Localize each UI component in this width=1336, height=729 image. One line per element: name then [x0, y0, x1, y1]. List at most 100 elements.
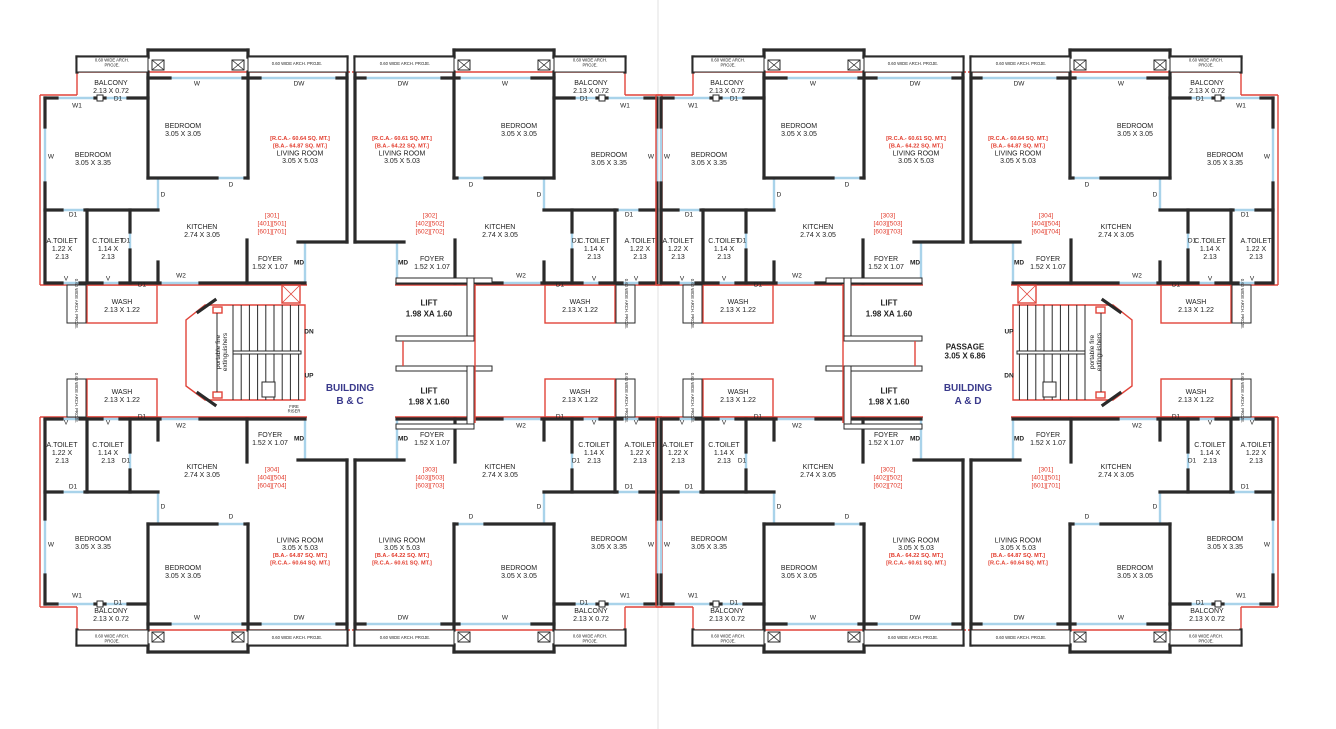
- arch-proj-label: 0.60 WIDE ARCH.PROJE.: [1189, 58, 1223, 68]
- arch-projection: [970, 56, 1071, 73]
- opening-label-w: W: [664, 542, 671, 549]
- bedroom-large-label-line: BEDROOM: [1207, 536, 1243, 543]
- arch-proj-label: 0.60 WIDE ARCH.PROJE.: [711, 58, 745, 68]
- opening-label-w1: W1: [688, 103, 698, 110]
- balcony-label-line: BALCONY: [710, 608, 744, 615]
- unit-bottom-left: 0.60 WIDE ARCH.PROJE.0.60 WIDE ARCH. PRO…: [39, 373, 350, 654]
- arch-projection-side: [615, 284, 636, 324]
- opening-label-v: V: [1208, 276, 1213, 283]
- opening-label-d1: D1: [69, 212, 78, 219]
- opening-label-d: D: [229, 514, 234, 521]
- bedroom-large-label-line: BEDROOM: [75, 152, 111, 159]
- duct-box-cross-icon: [767, 631, 781, 643]
- kitchen-label-line: 2.74 X 3.05: [184, 472, 220, 479]
- bedroom-large-label-line: BEDROOM: [1207, 152, 1243, 159]
- shaft-box-cross-icon: [281, 284, 301, 304]
- arch-proj-label-line: 0.60 WIDE ARCH.: [573, 58, 607, 63]
- arch-projection-side: [615, 378, 636, 418]
- balcony-column: [712, 94, 720, 102]
- opening-label-d1: D1: [556, 414, 565, 421]
- opening-label-w: W: [1264, 542, 1271, 549]
- opening-label-w: W: [648, 542, 655, 549]
- flat-numbers-line: [604][704]: [1032, 229, 1061, 236]
- living-room-label-line: [R.C.A.- 60.64 SQ. MT.]: [988, 561, 1048, 567]
- wash-label-line: WASH: [112, 299, 133, 306]
- opening-label-dw: DW: [910, 81, 922, 88]
- arch-proj-label: 0.60 WIDE ARCH.PROJE.: [573, 58, 607, 68]
- c-toilet-label-line: 1.14 X: [584, 246, 605, 253]
- arch-projection: [692, 56, 765, 73]
- duct-box-cross-icon: [1153, 631, 1167, 643]
- stair-direction-bottom: DN: [1004, 373, 1014, 380]
- unit-bottom-right: 0.60 WIDE ARCH.PROJE.0.60 WIDE ARCH. PRO…: [968, 373, 1279, 654]
- living-room-label-line: LIVING ROOM: [995, 151, 1042, 158]
- fire-extinguisher-icon: [1095, 306, 1106, 314]
- arch-proj-label-line: PROJE.: [1198, 639, 1213, 644]
- unit-top-center-left: 0.60 WIDE ARCH.PROJE. 0.60 WIDE ARCH. PRO…: [352, 48, 663, 330]
- kitchen-label-line: KITCHEN: [187, 464, 218, 471]
- unit-bottom-center-right: 0.60 WIDE ARCH.PROJE.0.60 WIDE ARCH. PRO…: [655, 373, 966, 654]
- opening-label-d: D: [469, 514, 474, 521]
- opening-label-w: W: [48, 542, 55, 549]
- stair-window: [195, 297, 218, 315]
- a-toilet-label-line: 1.22 X: [630, 450, 651, 457]
- living-room-label-line: LIVING ROOM: [277, 538, 324, 545]
- arch-proj-label: 0.60 WIDE ARCH. PROJE.: [624, 279, 629, 330]
- c-toilet-label-line: C.TOILET: [578, 442, 610, 449]
- flat-numbers-line: [404][504]: [1032, 221, 1061, 228]
- balcony-label-line: BALCONY: [710, 80, 744, 87]
- opening-label-w1: W1: [620, 103, 630, 110]
- c-toilet-label-line: 1.14 X: [584, 450, 605, 457]
- wash-label-line: 2.13 X 1.22: [720, 397, 756, 404]
- opening-label-w2: W2: [1132, 423, 1142, 430]
- arch-proj-label: 0.60 WIDE ARCH. PROJE.: [690, 373, 695, 424]
- foyer-label-line: 1.52 X 1.07: [868, 264, 904, 271]
- lift-wall: [395, 335, 475, 342]
- flat-numbers: [303][403][503][603][703]: [416, 467, 445, 490]
- extinguisher-label-line: portable fire: [1089, 334, 1096, 369]
- bedroom-large-label-line: 3.05 X 3.35: [1207, 160, 1243, 167]
- kitchen-label-line: KITCHEN: [803, 224, 834, 231]
- a-toilet-label-line: A.TOILET: [663, 442, 695, 449]
- c-toilet-label-line: 1.14 X: [1200, 450, 1221, 457]
- balcony-label-line: 2.13 X 0.72: [1189, 616, 1225, 623]
- fire-equipment-icon: [261, 381, 276, 398]
- c-toilet-label-line: C.TOILET: [1194, 238, 1226, 245]
- arch-projection-side: [66, 378, 87, 418]
- foyer-label-line: FOYER: [874, 432, 898, 439]
- flat-numbers: [301][401][501][601][701]: [1032, 467, 1061, 490]
- wash-label-line: 2.13 X 1.22: [562, 307, 598, 314]
- flat-numbers-line: [602][702]: [874, 483, 903, 490]
- wash-label-line: WASH: [570, 389, 591, 396]
- foyer-label-line: 1.52 X 1.07: [252, 264, 288, 271]
- flat-numbers-line: [301]: [265, 213, 280, 220]
- living-room-label-line: LIVING ROOM: [379, 151, 426, 158]
- lift-wall: [825, 365, 923, 372]
- opening-label-d1: D1: [1196, 96, 1205, 103]
- arch-projection: [692, 629, 765, 646]
- balcony-label-line: BALCONY: [94, 608, 128, 615]
- opening-label-d: D: [469, 182, 474, 189]
- flat-numbers-line: [603][703]: [874, 229, 903, 236]
- c-toilet-label-line: C.TOILET: [708, 238, 740, 245]
- kitchen-label-line: 2.74 X 3.05: [1098, 472, 1134, 479]
- arch-proj-label: 0.60 WIDE ARCH. PROJE.: [74, 373, 79, 424]
- kitchen-label-line: 2.74 X 3.05: [482, 232, 518, 239]
- balcony-column: [598, 94, 606, 102]
- extinguisher-label-line: extinguishers: [1096, 332, 1103, 371]
- kitchen-label-line: 2.74 X 3.05: [800, 472, 836, 479]
